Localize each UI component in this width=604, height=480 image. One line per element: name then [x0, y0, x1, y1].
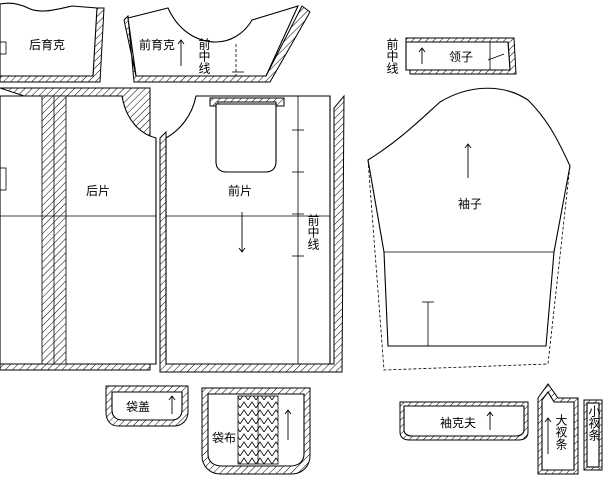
pocket-flap-piece: [105, 385, 189, 427]
front-piece-label: 前片: [228, 183, 252, 198]
sleeve-label: 袖子: [458, 196, 482, 211]
pocket-flap-label: 袋盖: [126, 400, 150, 414]
button-mark: [0, 167, 7, 191]
big-placket-piece: [537, 383, 579, 475]
chest-pocket: [215, 103, 277, 173]
cuff-piece: [399, 401, 529, 441]
grain-arrow: [486, 411, 494, 430]
grain-arrow: [238, 212, 246, 253]
front-center-body-label: 前中线: [306, 213, 320, 250]
grain-arrow: [544, 417, 552, 454]
back-yoke-label: 后育克: [29, 37, 65, 52]
grain-arrow: [177, 39, 185, 66]
sleeve-piece: [367, 87, 571, 371]
small-placket-piece: [583, 399, 603, 471]
grain-arrow: [418, 47, 426, 64]
grain-arrow: [284, 409, 292, 440]
collar-label: 领子: [449, 50, 473, 64]
grain-arrow: [464, 143, 472, 178]
collar-front-center-label: 前中线: [385, 37, 399, 74]
front-body-piece: [159, 94, 345, 373]
collar-piece: [405, 37, 517, 75]
cuff-label: 袖克夫: [440, 415, 476, 430]
small-placket-label: 小衩条: [587, 405, 601, 441]
back-piece-label: 后片: [86, 184, 110, 198]
front-yoke-label: 前育克: [139, 37, 175, 52]
back-yoke-piece: [0, 2, 105, 83]
front-yoke-piece: [123, 5, 311, 83]
front-center-yoke-label: 前中线: [197, 37, 211, 74]
button-mark: [0, 41, 7, 55]
big-placket-label: 大衩条: [554, 414, 568, 450]
grain-arrow: [168, 395, 176, 414]
back-body-piece: [0, 87, 157, 371]
pocket-bag-label: 袋布: [212, 431, 236, 445]
pocket-bag-piece: [201, 387, 311, 475]
